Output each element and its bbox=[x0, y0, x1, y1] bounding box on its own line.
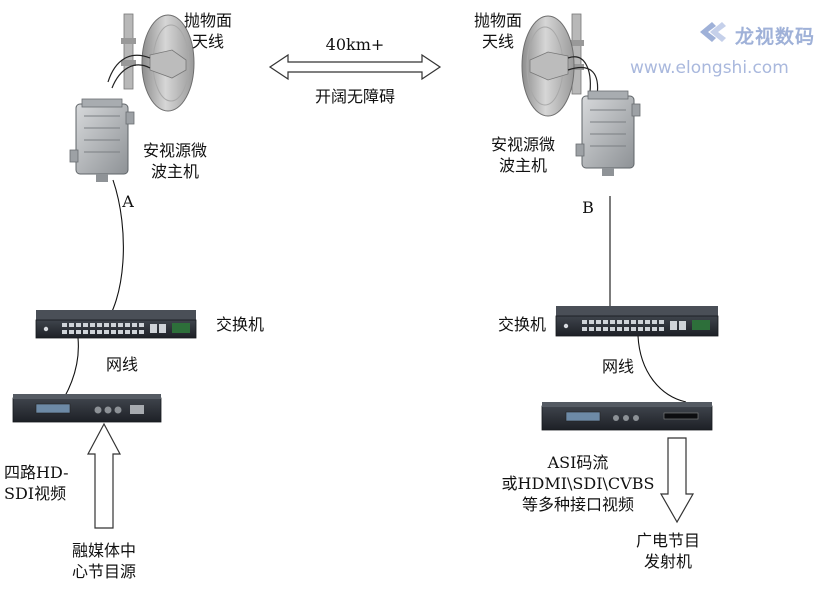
input-arrow-up bbox=[87, 422, 121, 529]
point-a-label: A bbox=[122, 192, 134, 211]
watermark-url: www.elongshi.com bbox=[630, 58, 789, 78]
parabolic-antenna-b bbox=[521, 13, 599, 117]
switch-b bbox=[555, 306, 719, 337]
switch-a bbox=[35, 310, 197, 339]
elongshi-chevron-logo-icon bbox=[700, 22, 726, 42]
host-a-label: 安视源微 波主机 bbox=[142, 141, 207, 181]
switch-b-label: 交换机 bbox=[497, 315, 546, 334]
cable-switch-b-to-decoder bbox=[637, 335, 687, 403]
microwave-host-b bbox=[575, 90, 641, 176]
link-distance-label: 40km+ bbox=[325, 35, 385, 54]
source-a-label: 融媒体中 心节目源 bbox=[71, 541, 136, 581]
dest-b-label: 广电节目 发射机 bbox=[635, 531, 700, 571]
cable-a-label: 网线 bbox=[105, 355, 138, 374]
antenna-b-label: 抛物面 天线 bbox=[473, 11, 522, 51]
decoder-device-b bbox=[541, 402, 713, 431]
output-arrow-down bbox=[659, 437, 695, 524]
input-a-label: 四路HD- SDI视频 bbox=[4, 463, 69, 503]
host-b-label: 安视源微 波主机 bbox=[490, 135, 555, 175]
cable-switch-a-to-encoder bbox=[63, 337, 79, 399]
link-condition-label: 开阔无障碍 bbox=[314, 87, 395, 106]
antenna-a-label: 抛物面 天线 bbox=[183, 11, 232, 51]
switch-a-label: 交换机 bbox=[215, 315, 264, 334]
link-double-arrow bbox=[268, 53, 442, 81]
point-b-label: B bbox=[582, 198, 594, 217]
watermark-brand: 龙视数码 bbox=[735, 26, 816, 48]
parabolic-antenna-a bbox=[107, 13, 195, 112]
cable-b-label: 网线 bbox=[601, 357, 634, 376]
output-b-label: ASI码流 或HDMI\SDI\CVBS 等多种接口视频 bbox=[501, 453, 655, 514]
microwave-host-a bbox=[69, 98, 135, 182]
encoder-device-a bbox=[12, 394, 162, 423]
